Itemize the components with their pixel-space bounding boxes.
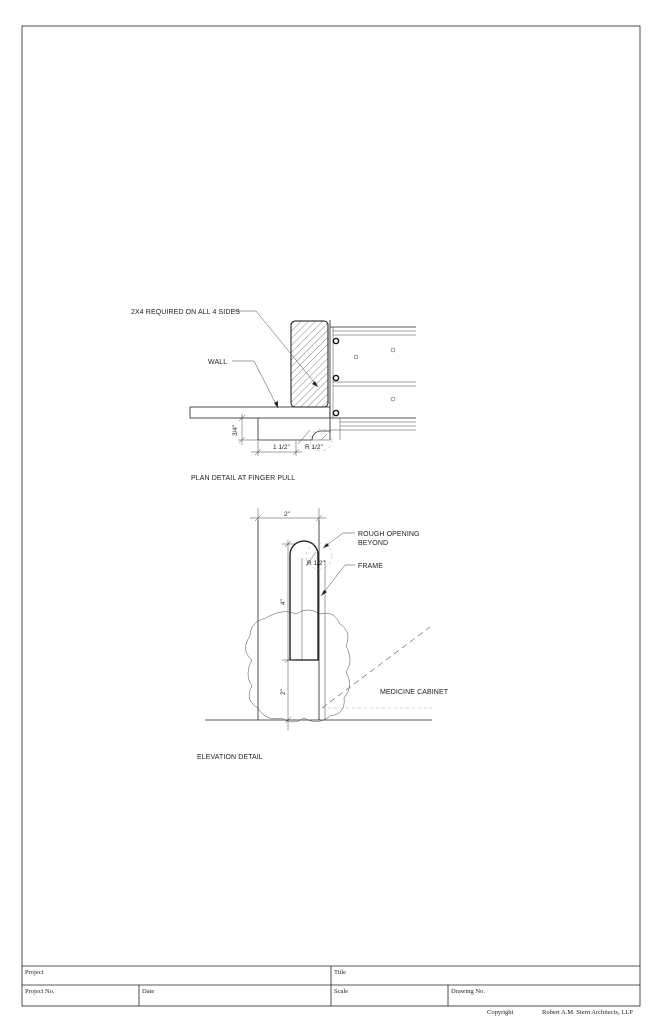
scale-label: Scale bbox=[334, 988, 348, 995]
finger-pull-slot bbox=[289, 540, 319, 661]
copyright-label: Copyright bbox=[487, 1009, 514, 1016]
dim-height-label: 4" bbox=[280, 598, 287, 605]
elevation-detail: 2" R 1/2" 4" 2" ROUGH OPENING BEYOND FRA… bbox=[197, 508, 449, 761]
wall-slab bbox=[189, 406, 331, 419]
project-no-label: Project No. bbox=[25, 988, 55, 995]
sheet-border bbox=[21, 25, 641, 1007]
leader-2x4 bbox=[233, 310, 319, 388]
title-label: Title bbox=[334, 969, 346, 976]
shelf-pin-icon bbox=[353, 354, 359, 360]
plan-detail: 2X4 REQUIRED ON ALL 4 SIDES WALL 3/4" 1 … bbox=[131, 309, 416, 482]
callout-frame: FRAME bbox=[358, 563, 383, 570]
shelf-pin-icon bbox=[390, 347, 396, 353]
screw-hole-icon bbox=[332, 337, 340, 345]
callout-rough-opening-2: BEYOND bbox=[358, 540, 388, 547]
dims-plan bbox=[238, 414, 302, 456]
elevation-caption: ELEVATION DETAIL bbox=[197, 754, 263, 761]
date-label: Date bbox=[142, 988, 154, 995]
plan-caption: PLAN DETAIL AT FINGER PULL bbox=[191, 475, 295, 482]
callout-2x4: 2X4 REQUIRED ON ALL 4 SIDES bbox=[131, 309, 240, 316]
leader-wall bbox=[232, 360, 279, 409]
dim-radius-elev-label: R 1/2" bbox=[307, 560, 326, 567]
callout-medicine-cabinet: MEDICINE CABINET bbox=[380, 689, 449, 696]
door-frame-plan bbox=[257, 418, 333, 452]
cabinet-plan bbox=[329, 320, 416, 440]
callout-rough-opening-1: ROUGH OPENING bbox=[358, 531, 420, 538]
leader-frame bbox=[320, 564, 355, 597]
firm-name: Robert A.M. Stern Architects, LLP bbox=[542, 1009, 633, 1016]
project-label: Project bbox=[25, 969, 44, 976]
dim-radius-label: R 1/2" bbox=[305, 444, 324, 451]
dim-bottom-label: 2" bbox=[280, 688, 287, 695]
drawing-no-label: Drawing No. bbox=[451, 988, 485, 995]
shelf-pin-icon bbox=[390, 396, 396, 402]
cabinet-swing-line bbox=[321, 626, 431, 709]
screw-hole-icon bbox=[332, 409, 340, 417]
leader-rough-opening bbox=[322, 532, 355, 549]
stud-2x4 bbox=[290, 320, 329, 408]
finger-pull-circle bbox=[309, 428, 333, 452]
dim-depth-label: 3/4" bbox=[232, 424, 239, 436]
revision-cloud bbox=[245, 609, 351, 723]
callout-wall: WALL bbox=[208, 359, 227, 366]
dim-width-label: 1 1/2" bbox=[273, 444, 290, 451]
title-block: Project Title Project No. Date Scale Dra… bbox=[22, 965, 640, 1016]
screw-hole-icon bbox=[332, 374, 340, 382]
dim-top-label: 2" bbox=[284, 511, 291, 518]
rough-opening-circle bbox=[305, 542, 333, 570]
